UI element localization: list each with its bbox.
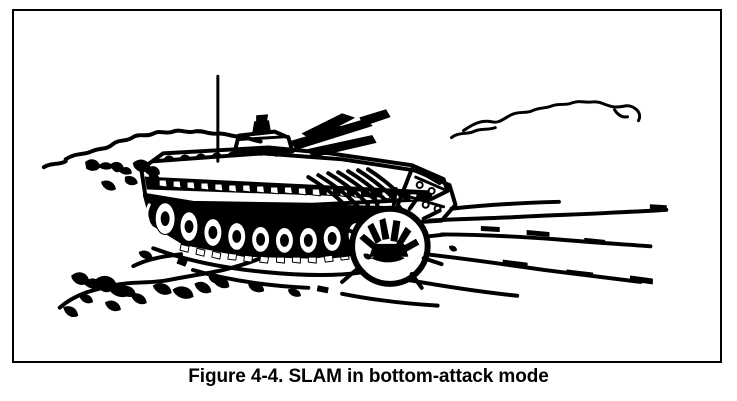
slam-bottom-attack-illustration	[14, 11, 720, 361]
blast-rays	[332, 186, 448, 290]
road-wheel-hubs	[160, 211, 360, 247]
foreground-debris	[138, 250, 329, 297]
track-assembly	[142, 194, 405, 264]
figure-frame	[12, 9, 722, 363]
background-treeline-left	[41, 128, 263, 170]
figure-caption: Figure 4-4. SLAM in bottom-attack mode	[188, 366, 549, 387]
gun-muzzle	[359, 109, 391, 127]
explosion-burst	[359, 218, 420, 263]
missile-launcher	[301, 113, 377, 158]
blast-circle	[332, 186, 448, 290]
ground-dust-streaks	[340, 199, 669, 308]
ground-edge-under-vehicle	[151, 246, 367, 290]
ground-dust-dashes	[363, 204, 667, 285]
turret	[232, 114, 295, 154]
background-treeline-right	[450, 100, 642, 140]
ink-artwork	[41, 74, 669, 318]
cupola-hatch	[256, 114, 269, 123]
